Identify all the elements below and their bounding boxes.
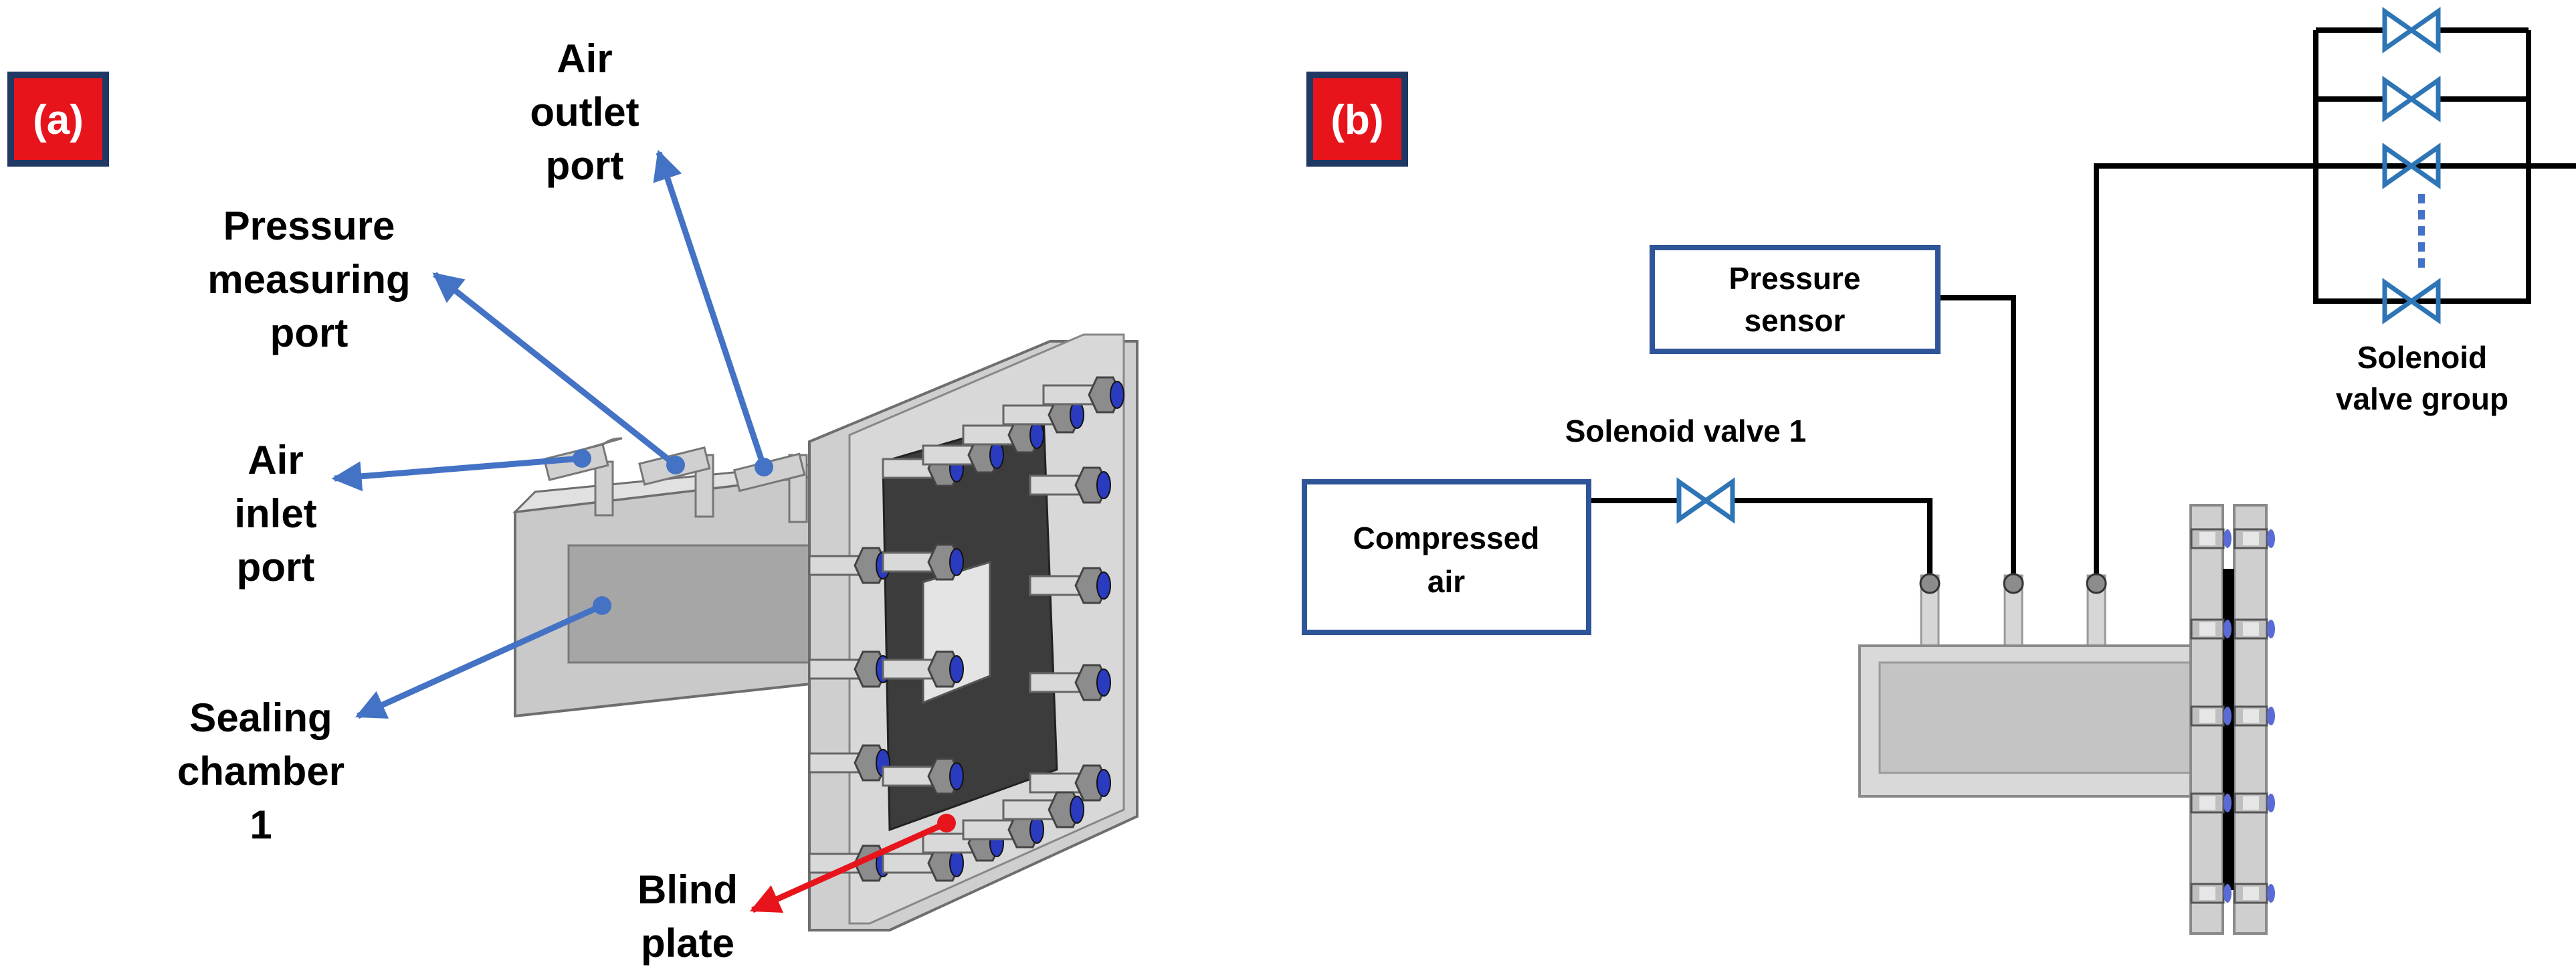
blind-plate-leader <box>749 820 948 913</box>
compressed-air-line2: air <box>1427 564 1465 599</box>
valve-group-label-line1: Solenoid <box>2357 340 2487 375</box>
sealing-chamber-model <box>512 333 1138 931</box>
sealing-chamber-dot <box>593 596 611 615</box>
label-sealing-chamber-line3: 1 <box>250 802 272 847</box>
group-valve-icon <box>2382 278 2441 325</box>
pipe-network <box>1589 27 2576 575</box>
air-outlet-dot <box>755 458 773 476</box>
port-stubs <box>1919 573 2107 650</box>
label-sealing-chamber-line1: Sealing <box>189 695 332 740</box>
pipe-valve1-to-inlet <box>1732 498 1933 575</box>
panel-b-tag-text: (b) <box>1330 97 1383 143</box>
pipe-sensor-to-port <box>1938 295 2016 575</box>
label-blind-plate-line1: Blind <box>637 867 738 912</box>
pressure-sensor-line1: Pressure <box>1729 261 1861 296</box>
label-air-inlet-line1: Air <box>247 438 303 482</box>
chamber-side-view <box>1858 504 2276 935</box>
air-outlet-leader <box>653 149 767 468</box>
pipe-outlet-to-group <box>2094 163 2576 575</box>
pressure-sensor-line2: sensor <box>1745 303 1846 338</box>
group-valve-icon <box>2382 76 2441 122</box>
pressure-sensor-box: Pressure sensor <box>1650 245 1941 354</box>
panel-b-tag: (b) <box>1306 72 1408 167</box>
label-pressure-port-line1: Pressure <box>223 203 395 248</box>
pressure-port-leader <box>432 272 678 468</box>
group-valve-icon <box>2382 143 2441 189</box>
solenoid-valve-1-icon <box>1676 477 1735 524</box>
sealing-chamber-leader <box>355 602 603 719</box>
valve-group-icons <box>2382 7 2441 325</box>
compressed-air-line1: Compressed <box>1353 521 1540 555</box>
blind-plate-dot <box>937 814 956 832</box>
label-air-inlet-line3: port <box>237 545 315 590</box>
chamber-inner <box>1878 661 2192 774</box>
panel-b: (b) Pressure sensor <box>1302 7 2576 935</box>
valve-group-label-line2: valve group <box>2336 381 2508 416</box>
panel-a-tag: (a) <box>7 72 109 167</box>
label-air-outlet-line3: port <box>546 143 624 188</box>
label-blind-plate-line2: plate <box>641 921 734 966</box>
label-pressure-port-line2: measuring <box>207 257 410 302</box>
label-air-inlet-line2: inlet <box>234 491 316 536</box>
air-inlet-leader <box>331 455 583 492</box>
group-valve-icon <box>2382 7 2441 54</box>
pressure-port-dot <box>666 456 685 474</box>
air-inlet-dot <box>573 449 591 468</box>
label-pressure-port-line3: port <box>270 310 349 355</box>
panel-a-tag-text: (a) <box>33 97 84 143</box>
blind-plate-side <box>2223 569 2234 890</box>
panel-a: (a) <box>7 36 1138 966</box>
solenoid-valve-1-label: Solenoid valve 1 <box>1565 414 1806 448</box>
label-sealing-chamber-line2: chamber <box>177 749 344 794</box>
compressed-air-box: Compressed air <box>1302 479 1591 635</box>
label-air-outlet-line2: outlet <box>530 90 639 135</box>
label-air-outlet-line1: Air <box>557 36 612 81</box>
